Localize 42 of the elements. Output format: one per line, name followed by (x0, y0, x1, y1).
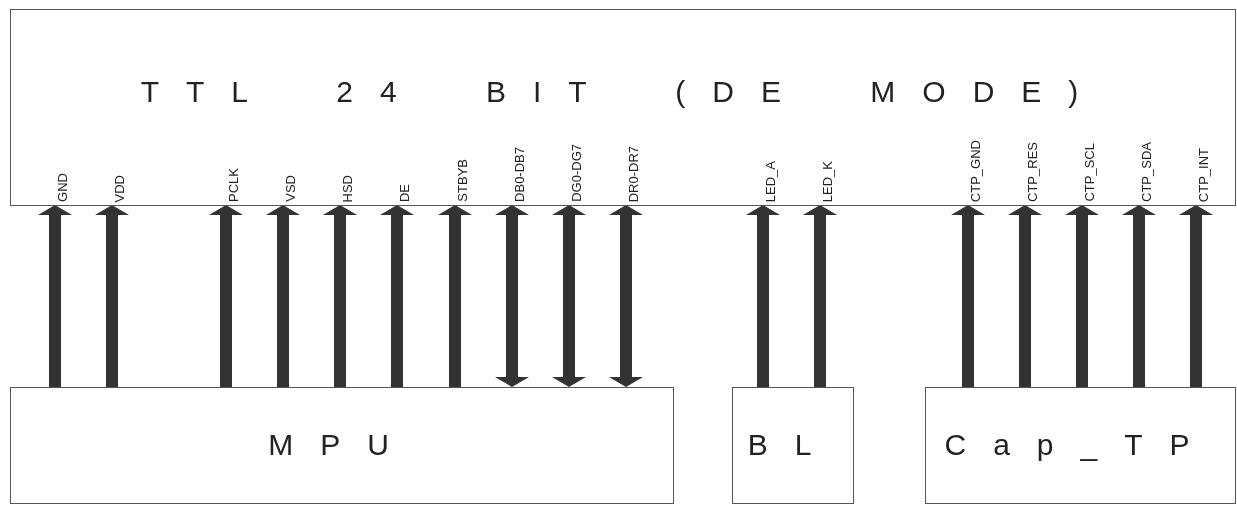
arrow (1122, 205, 1156, 387)
display-module-box (10, 9, 1236, 206)
pin-label: PCLK (227, 168, 241, 202)
pin-label: LED_K (821, 160, 835, 202)
arrow (438, 205, 472, 387)
pin-label: CTP_SDA (1140, 142, 1154, 202)
pin-label: DG0-DG7 (570, 144, 584, 202)
pin-label: CTP_GND (969, 139, 983, 202)
arrow (746, 205, 780, 387)
double-arrow (609, 205, 643, 387)
block-label: Cap_TP (943, 428, 1218, 462)
arrow (951, 205, 985, 387)
pin-label: VSD (284, 175, 298, 202)
arrow (266, 205, 300, 387)
module-title: TTL 24 BIT (DE MODE) (139, 75, 1107, 109)
pin-label: VDD (113, 174, 127, 202)
pin-label: DR0-DR7 (627, 145, 641, 202)
double-arrow (495, 205, 529, 387)
block-label: BL (746, 428, 840, 462)
arrow (380, 205, 414, 387)
arrow (803, 205, 837, 387)
arrow (1008, 205, 1042, 387)
arrow (38, 205, 72, 387)
pin-label: CTP_RES (1026, 142, 1040, 202)
pin-label: CTP_INT (1197, 147, 1211, 202)
arrow (209, 205, 243, 387)
block-box (732, 387, 854, 504)
pin-label: HSD (341, 174, 355, 202)
pin-label: DB0-DB7 (513, 147, 527, 202)
pin-label: STBYB (456, 159, 470, 202)
pin-label: GND (56, 173, 70, 202)
block-box (10, 387, 674, 504)
double-arrow (552, 205, 586, 387)
arrow (1179, 205, 1213, 387)
pin-label: LED_A (764, 160, 778, 202)
block-box (925, 387, 1236, 504)
arrow (323, 205, 357, 387)
arrow (1065, 205, 1099, 387)
arrow (95, 205, 129, 387)
pin-label: CTP_SCL (1083, 143, 1097, 202)
pin-label: DE (398, 183, 412, 202)
block-label: MPU (267, 428, 417, 462)
